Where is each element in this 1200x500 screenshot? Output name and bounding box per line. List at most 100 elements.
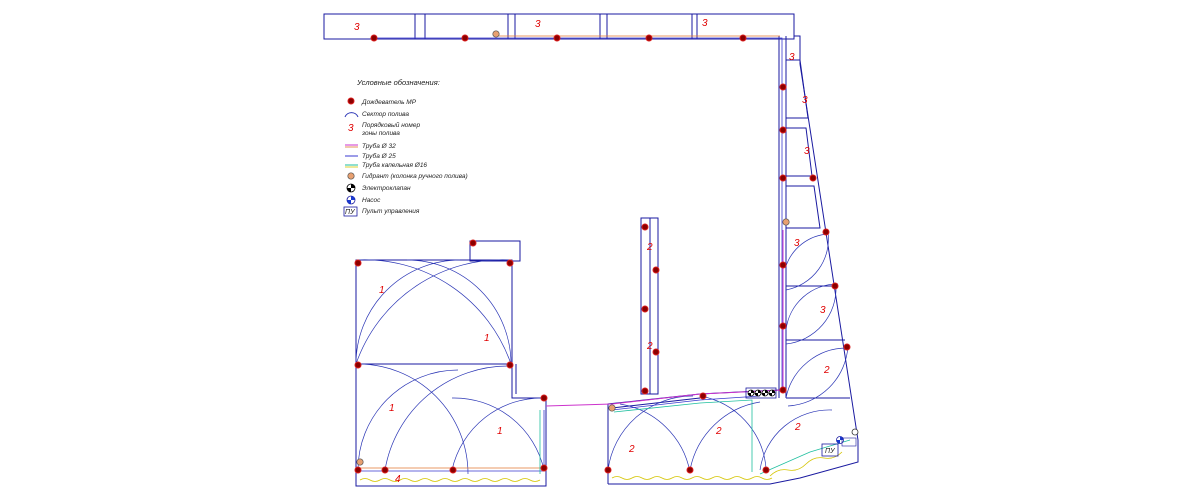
hydrant-icon bbox=[608, 404, 616, 412]
sprinkler-icon bbox=[779, 386, 787, 394]
legend-title: Условные обозначения: bbox=[356, 78, 440, 87]
sector-arc bbox=[785, 347, 849, 399]
sprinkler-icon bbox=[641, 387, 649, 395]
sector-arcs-layer bbox=[355, 231, 849, 475]
sector-arc bbox=[607, 395, 694, 471]
sector-arc bbox=[451, 397, 545, 471]
sprinkler-icon bbox=[779, 174, 787, 182]
pump-box bbox=[841, 437, 857, 447]
zone-label: 3 bbox=[794, 238, 800, 249]
zone-label: 2 bbox=[628, 444, 635, 455]
zone-label: 3 bbox=[802, 95, 808, 106]
sprinkler-icon bbox=[540, 394, 548, 402]
pump-icon bbox=[836, 436, 844, 444]
sprinkler-icon bbox=[779, 322, 787, 330]
zone-label: 2 bbox=[715, 426, 722, 437]
bottom-middle-bed bbox=[607, 389, 780, 484]
sprinkler-icon bbox=[645, 34, 653, 42]
pipes-layer bbox=[359, 35, 851, 482]
sector-arc bbox=[355, 259, 512, 365]
sprinkler-icon bbox=[347, 97, 355, 105]
sector-icon bbox=[344, 112, 359, 118]
sector-arc bbox=[355, 259, 512, 365]
zone-label: 2 bbox=[794, 422, 801, 433]
sprinkler-icon bbox=[381, 466, 389, 474]
pipe-25-line bbox=[374, 37, 783, 392]
left-top-notch bbox=[469, 240, 521, 262]
right-strip-cell bbox=[786, 127, 813, 177]
valve-icon bbox=[761, 389, 769, 397]
valve-icon bbox=[768, 389, 776, 397]
hedge-border bbox=[611, 476, 773, 480]
legend-label: Труба капельная Ø16 bbox=[362, 161, 427, 169]
valve-cluster bbox=[745, 387, 777, 399]
right-strip-cell bbox=[786, 59, 809, 119]
sprinkler-icon bbox=[686, 466, 694, 474]
sprinkler-icon bbox=[779, 261, 787, 269]
zone-label: 2 bbox=[823, 365, 830, 376]
zone-label: 4 bbox=[395, 474, 401, 485]
pump-controller-group: ПУ bbox=[821, 428, 859, 457]
drip-16-line bbox=[613, 399, 753, 472]
pump-icon bbox=[346, 195, 356, 205]
legend-label: Дождеватель МР bbox=[361, 98, 417, 106]
sector-arc bbox=[406, 259, 512, 365]
sector-arc bbox=[785, 285, 837, 345]
valve-box bbox=[745, 387, 777, 399]
legend-label: Труба Ø 25 bbox=[362, 152, 396, 160]
hydrant-icon bbox=[347, 172, 355, 180]
bed-edge bbox=[611, 397, 701, 409]
pipe-25-line bbox=[611, 395, 761, 411]
sprinkler-icon bbox=[354, 259, 362, 267]
legend: Условные обозначения: Дождеватель МР Сек… bbox=[343, 78, 468, 217]
controller-label: ПУ bbox=[825, 448, 836, 455]
zone-label: 1 bbox=[497, 426, 503, 437]
legend-label: Труба Ø 32 bbox=[362, 142, 396, 150]
sector-arc bbox=[355, 259, 461, 365]
sprinkler-icon bbox=[641, 305, 649, 313]
sector-arc bbox=[785, 231, 829, 291]
zone-label: 3 bbox=[820, 305, 826, 316]
sprinkler-icon bbox=[699, 392, 707, 400]
sprinkler-icon bbox=[822, 228, 830, 236]
sprinkler-icon bbox=[652, 266, 660, 274]
zone-label: 3 bbox=[354, 22, 360, 33]
sector-arc bbox=[357, 369, 459, 471]
zone-label: 3 bbox=[535, 19, 541, 30]
pipe-32-line bbox=[545, 230, 784, 407]
zone-label: 1 bbox=[389, 403, 395, 414]
zone-number-icon: 3 bbox=[348, 123, 354, 134]
sprinkler-icon bbox=[370, 34, 378, 42]
controller-box bbox=[821, 443, 839, 457]
controller-icon bbox=[343, 206, 358, 217]
sprinkler-icon bbox=[506, 259, 514, 267]
valve-icon bbox=[747, 389, 755, 397]
sector-arc bbox=[699, 395, 767, 469]
legend-label: Гидрант (колонка ручного полива) bbox=[362, 172, 468, 180]
zone-label: 1 bbox=[484, 333, 490, 344]
sprinklers-layer bbox=[354, 34, 851, 474]
sprinkler-icon bbox=[739, 34, 747, 42]
walls-layer bbox=[323, 13, 859, 487]
sector-arc bbox=[451, 397, 545, 471]
sector-arc bbox=[619, 403, 691, 473]
hedge-border bbox=[359, 478, 541, 482]
corner-step bbox=[793, 14, 801, 64]
drip-16-line bbox=[759, 439, 851, 475]
sector-arc bbox=[689, 401, 761, 471]
hydrant-icon bbox=[356, 458, 364, 466]
zone-label: 1 bbox=[379, 285, 385, 296]
hydrants-layer bbox=[356, 30, 790, 466]
zone-labels-layer: 3 3 3 3 3 3 3 3 2 2 2 2 2 2 1 1 1 1 4 bbox=[354, 18, 830, 485]
sprinkler-icon bbox=[641, 223, 649, 231]
sprinkler-icon bbox=[354, 361, 362, 369]
legend-label: Насос bbox=[362, 197, 381, 204]
valve-icon bbox=[346, 183, 356, 193]
sprinkler-icon bbox=[604, 466, 612, 474]
right-strip-cell bbox=[786, 185, 821, 229]
sector-arc bbox=[785, 233, 829, 267]
zone-label: 2 bbox=[646, 242, 653, 253]
sector-arc bbox=[384, 365, 511, 471]
sprinkler-icon bbox=[449, 466, 457, 474]
sprinkler-icon bbox=[762, 466, 770, 474]
